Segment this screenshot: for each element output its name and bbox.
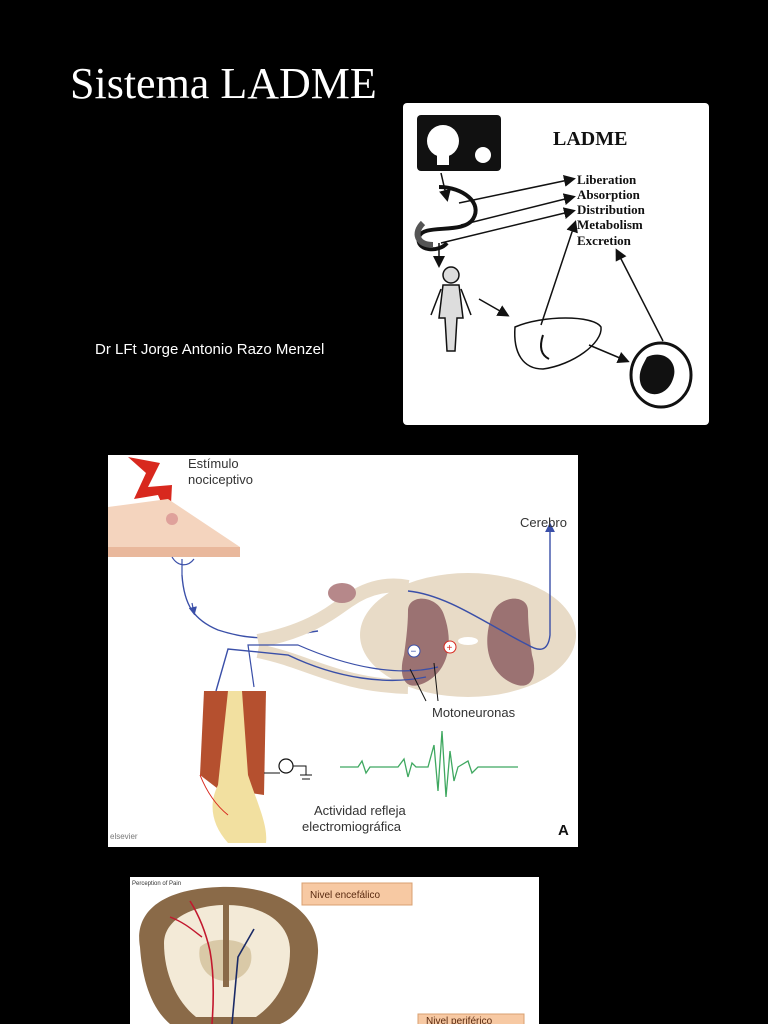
lightning-icon (128, 457, 172, 523)
stimulus-label-line1: Estímulo (188, 456, 239, 471)
minus-sign: − (411, 647, 417, 658)
emg-label-line2: electromiográfica (302, 819, 402, 834)
stage-metabolism: Metabolism (577, 217, 643, 232)
stage-distribution: Distribution (577, 202, 646, 217)
brain-label: Cerebro (520, 515, 567, 530)
ladme-illustration: LADME Liberation Absorption Distribution… (414, 115, 693, 409)
liver-icon (514, 317, 602, 370)
stomach-icon (416, 185, 478, 252)
credit-label: elsevier (110, 832, 138, 841)
emg-label-line1: Actividad refleja (314, 803, 407, 818)
head-icon (427, 125, 459, 157)
skin-surface (108, 499, 240, 551)
stage-liberation: Liberation (577, 172, 637, 187)
panel-letter: A (558, 822, 569, 839)
ladme-diagram: LADME Liberation Absorption Distribution… (403, 103, 709, 425)
pain-pathway-blue (231, 928, 255, 1024)
electrode-icon (278, 758, 294, 774)
pill-icon (475, 147, 491, 163)
spinal-cord (360, 573, 576, 697)
brain-illustration: Perception of Pain Nivel encefálico Nive… (132, 881, 525, 1024)
ascending-tract (407, 522, 555, 650)
level-encephalic-box (301, 882, 413, 906)
level-peripheral-label: Nivel periférico (426, 1016, 493, 1024)
stage-excretion: Excretion (577, 233, 632, 248)
plus-sign: + (447, 643, 453, 654)
slide-title: Sistema LADME (70, 59, 377, 108)
leg-bone (212, 691, 267, 843)
level-encephalic-label: Nivel encefálico (310, 890, 380, 901)
emg-trace (340, 730, 518, 798)
level-peripheral-box (417, 1013, 525, 1024)
dorsal-ganglion (328, 583, 356, 603)
ventral-root (256, 644, 409, 694)
author-name: Dr LFt Jorge Antonio Razo Menzel (95, 341, 325, 358)
reflex-arc-illustration: Estímulo nociceptivo − + Cerebro Motoneu (108, 456, 576, 843)
brain-pain-diagram: Perception of Pain Nivel encefálico Nive… (130, 877, 539, 1024)
efferent-nerve (215, 648, 427, 692)
stage-absorption: Absorption (577, 187, 641, 202)
pain-pathway-red (189, 900, 215, 1024)
ladme-heading: LADME (553, 128, 627, 150)
body-figure-icon (430, 266, 472, 352)
brain-caption: Perception of Pain (132, 881, 181, 887)
motoneurons-label: Motoneuronas (432, 705, 516, 720)
reflex-arc-diagram: Estímulo nociceptivo − + Cerebro Motoneu (108, 455, 578, 847)
stimulus-label-line2: nociceptivo (188, 472, 253, 487)
